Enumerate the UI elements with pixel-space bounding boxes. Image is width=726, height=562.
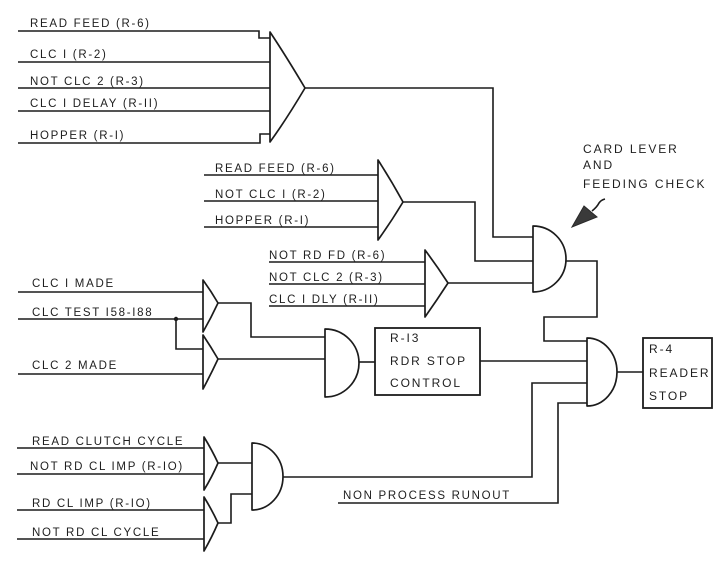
relay-r4-id: R-4 — [649, 342, 674, 356]
and-card-lever-output-wire — [543, 260, 598, 342]
main-or-group: READ FEED (R-6) CLC I (R-2) NOT CLC 2 (R… — [18, 18, 533, 238]
or-gate-clutch-b — [203, 496, 219, 552]
or-gate-second — [377, 159, 404, 241]
input-wire-read-feed-1 — [18, 30, 270, 39]
reader-stop-group: R-4 READER STOP — [586, 337, 713, 409]
input-label-clc1-dly: CLC I DLY (R-II) — [269, 294, 379, 306]
annotation-line-2: AND — [583, 158, 614, 172]
input-label-not-clc2: NOT CLC 2 (R-3) — [30, 76, 145, 88]
relay-r4-box — [642, 337, 713, 409]
relay-r13-name-2: CONTROL — [390, 376, 462, 390]
input-label-clc2-made: CLC 2 MADE — [32, 360, 118, 372]
input-label-clc1: CLC I (R-2) — [30, 49, 107, 61]
relay-r4-name-1: READER — [649, 366, 710, 380]
and-gate-clutch — [251, 442, 284, 511]
clc-group: CLC I MADE CLC TEST I58-I88 CLC 2 MADE — [18, 278, 375, 398]
or-gate-clc-a — [202, 279, 219, 333]
input-label-not-clc1: NOT CLC I (R-2) — [215, 189, 327, 201]
relay-r13-box: R-I3 RDR STOP CONTROL — [374, 327, 587, 396]
relay-r4-name-2: STOP — [649, 389, 689, 403]
input-label-not-rd-fd: NOT RD FD (R-6) — [269, 250, 386, 262]
or-second-output-wire — [403, 201, 533, 262]
or-gate-main — [269, 31, 306, 143]
or-gate-clutch-a — [203, 436, 219, 491]
input-label-clc1-delay: CLC I DELAY (R-II) — [30, 98, 159, 110]
clc-test-branch-wire — [175, 319, 203, 350]
or-main-output-wire — [305, 87, 533, 238]
input-label-hopper-2: HOPPER (R-I) — [215, 215, 310, 227]
input-label-read-clutch-cycle: READ CLUTCH CYCLE — [32, 436, 184, 448]
input-wire-hopper-1 — [18, 133, 270, 144]
clutch-group: READ CLUTCH CYCLE NOT RD CL IMP (R-IO) R… — [17, 382, 587, 552]
junction-dot — [173, 316, 179, 322]
input-label-not-clc2-b: NOT CLC 2 (R-3) — [269, 272, 384, 284]
second-or-group: READ FEED (R-6) NOT CLC I (R-2) HOPPER (… — [204, 159, 533, 262]
pointer-arrow-icon — [570, 198, 606, 228]
or-clc-a-output-wire — [218, 302, 325, 338]
non-process-runout-wire — [338, 402, 587, 504]
and-gate-clc — [324, 328, 360, 398]
annotation-line-3: FEEDING CHECK — [583, 177, 706, 191]
input-label-rd-cl-imp: RD CL IMP (R-IO) — [32, 498, 152, 510]
input-label-not-rd-cl-cycle: NOT RD CL CYCLE — [32, 527, 160, 539]
or-gate-third — [424, 249, 449, 318]
or-clutch-b-output-wire — [218, 493, 252, 524]
relay-r13-name-1: RDR STOP — [390, 354, 467, 368]
card-lever-and-group: CARD LEVER AND FEEDING CHECK — [532, 142, 706, 342]
input-label-read-feed-1: READ FEED (R-6) — [30, 18, 151, 30]
annotation-line-1: CARD LEVER — [583, 142, 679, 156]
input-label-hopper-1: HOPPER (R-I) — [30, 130, 125, 142]
input-label-read-feed-2: READ FEED (R-6) — [215, 163, 336, 175]
and-gate-card-lever — [532, 225, 567, 293]
input-label-clc1-made: CLC I MADE — [32, 278, 115, 290]
and-gate-final — [586, 337, 618, 407]
input-label-clc-test: CLC TEST I58-I88 — [32, 307, 153, 319]
non-process-runout-label: NON PROCESS RUNOUT — [343, 490, 511, 502]
non-process-runout-group: NON PROCESS RUNOUT — [338, 402, 587, 504]
input-label-not-rd-cl-imp: NOT RD CL IMP (R-IO) — [30, 461, 184, 473]
and-clutch-output-wire — [283, 382, 587, 478]
or-gate-clc-b — [202, 334, 219, 390]
third-or-group: NOT RD FD (R-6) NOT CLC 2 (R-3) CLC I DL… — [269, 249, 533, 318]
relay-r13-id: R-I3 — [390, 331, 420, 345]
